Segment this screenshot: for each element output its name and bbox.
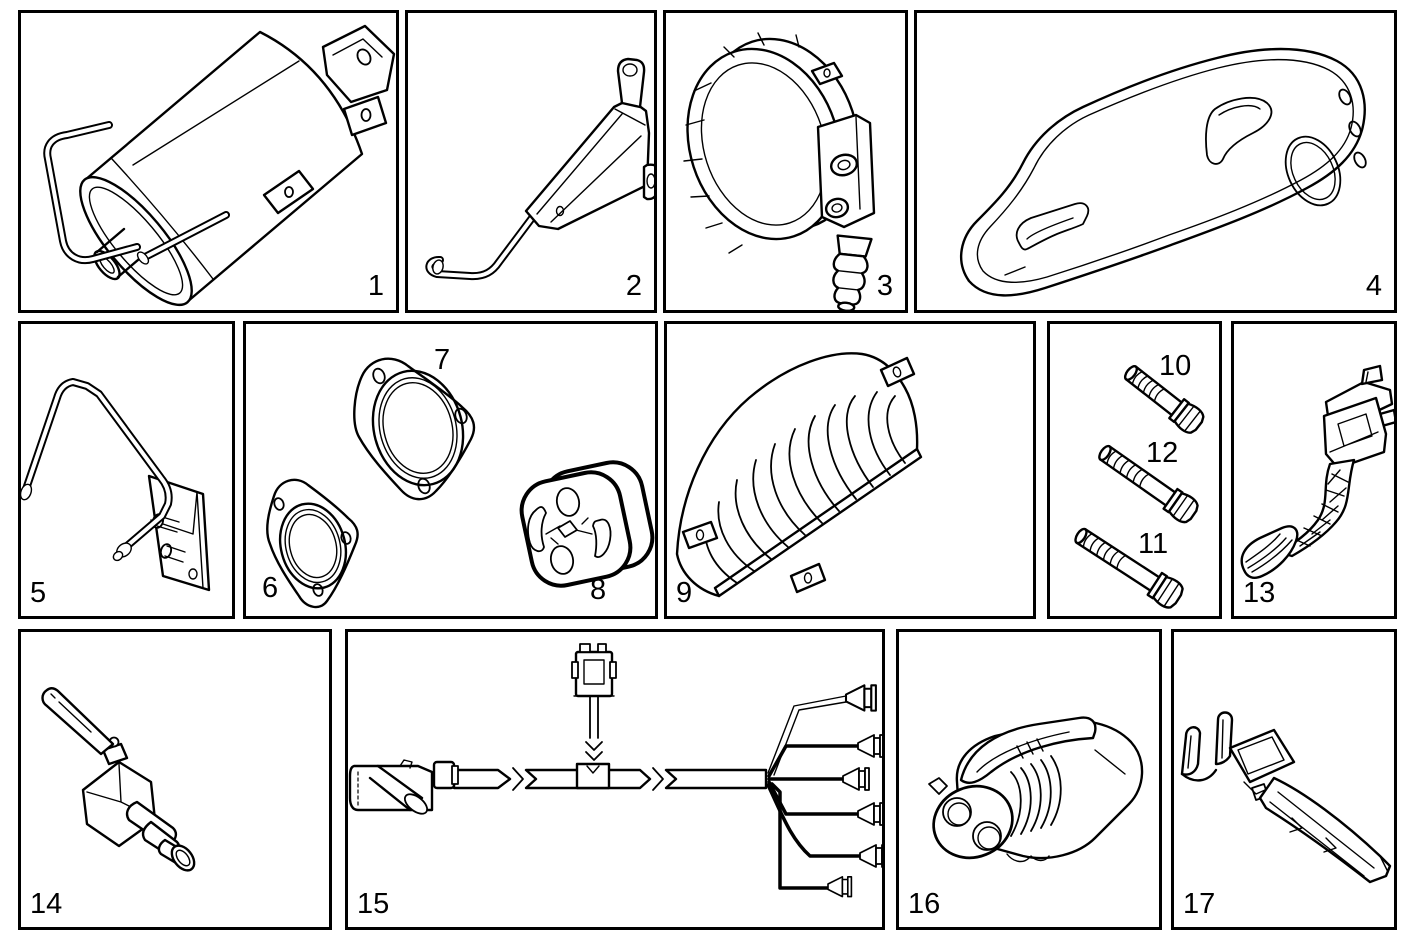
part-number-label: 3 xyxy=(876,270,893,302)
part-number-label: 4 xyxy=(1365,270,1382,302)
clamp-ring-drawing xyxy=(683,32,876,310)
part-number-label: 10 xyxy=(1159,350,1192,382)
panel-4: 4 xyxy=(914,10,1397,313)
harness-plug-icon xyxy=(857,802,882,826)
wire-terminal-drawing xyxy=(1180,711,1392,884)
heat-shield-plate-drawing xyxy=(960,47,1367,297)
panel-16: 16 xyxy=(896,629,1162,930)
part-number-label: 1 xyxy=(367,270,384,302)
part-number-label: 11 xyxy=(1138,528,1169,560)
support-bracket-drawing xyxy=(425,57,654,281)
hex-bolts-drawing xyxy=(1074,365,1205,609)
panel-9: 9 xyxy=(664,321,1036,619)
wiring-harness-drawing xyxy=(348,643,882,898)
part-number-label: 5 xyxy=(30,577,47,609)
ball-valve-drawing xyxy=(41,687,196,872)
part-number-label: 7 xyxy=(434,344,451,376)
part-number-label: 12 xyxy=(1146,437,1179,469)
panel-5: 5 xyxy=(18,321,235,619)
harness-plug-icon xyxy=(857,734,882,758)
harness-plug-icon xyxy=(844,684,877,712)
part-number-label: 9 xyxy=(676,577,693,609)
panel-14: 14 xyxy=(18,629,332,930)
panel-13: 13 xyxy=(1231,321,1397,619)
part-number-label: 17 xyxy=(1183,888,1216,920)
pipe-bracket-drawing xyxy=(21,378,211,592)
panel-6-7-8: 6 7 8 xyxy=(243,321,658,619)
harness-plug-icon xyxy=(842,767,870,791)
panel-3: 3 xyxy=(663,10,908,313)
part-number-label: 2 xyxy=(625,270,642,302)
gaskets-and-mount-drawing xyxy=(266,357,655,609)
panel-15: 15 xyxy=(345,629,885,930)
exhaust-muffler-drawing xyxy=(43,24,396,307)
part-number-label: 8 xyxy=(590,574,607,606)
panel-1: 1 xyxy=(18,10,399,313)
part-number-label: 6 xyxy=(262,572,279,604)
two-pin-connector-drawing xyxy=(928,716,1144,863)
part-number-label: 16 xyxy=(908,888,941,920)
corrugated-shield-drawing xyxy=(675,352,923,598)
part-number-label: 13 xyxy=(1243,577,1276,609)
part-number-label: 14 xyxy=(30,888,63,920)
panel-2: 2 xyxy=(405,10,657,313)
panel-17: 17 xyxy=(1171,629,1397,930)
part-number-label: 15 xyxy=(357,888,390,920)
harness-plug-icon xyxy=(859,844,882,868)
panel-10-11-12: 10 12 11 xyxy=(1047,321,1222,619)
harness-plug-icon xyxy=(827,875,853,898)
accelerator-pedal-drawing xyxy=(1240,364,1394,579)
